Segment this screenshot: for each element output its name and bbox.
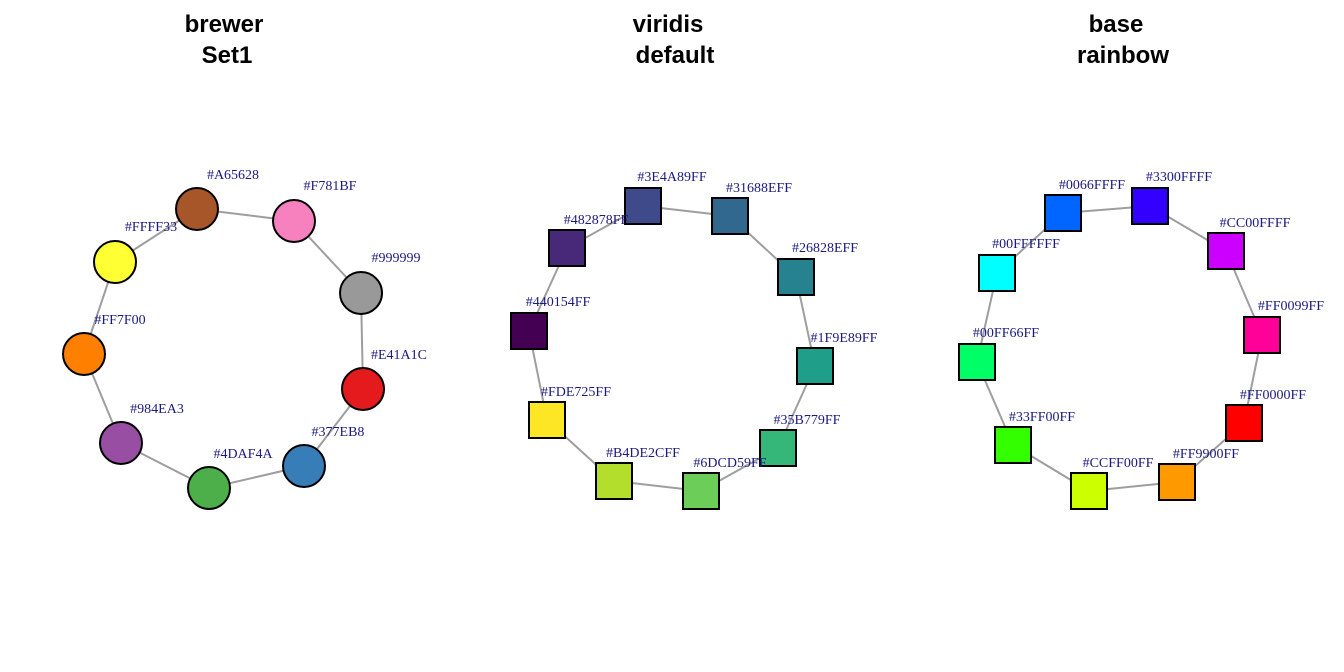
node-label: #4DAF4A xyxy=(213,447,273,462)
graph-node xyxy=(711,197,749,235)
node-label: #31688EFF xyxy=(726,181,792,196)
graph-node xyxy=(93,240,137,284)
graph-node xyxy=(339,271,383,315)
node-label: #A65628 xyxy=(207,168,259,183)
node-label: #F781BF xyxy=(304,179,357,194)
graph-node xyxy=(759,429,797,467)
node-label: #377EB8 xyxy=(312,425,365,440)
panel-title-line2: rainbow xyxy=(1077,42,1169,69)
graph-node xyxy=(994,426,1032,464)
node-label: #00FFFFFF xyxy=(992,237,1060,252)
graph-node xyxy=(958,343,996,381)
graph-node xyxy=(1044,194,1082,232)
node-label: #482878FF xyxy=(564,213,629,228)
panel-base-rainbow: base rainbow #3300FFFF #CC00FFFF #FF0099FF… xyxy=(958,11,1324,510)
graph-node xyxy=(595,462,633,500)
graph-node xyxy=(1207,232,1245,270)
node-label: #FDE725FF xyxy=(541,385,611,400)
graph-node xyxy=(624,187,662,225)
panel-title-line2: Set1 xyxy=(202,42,253,69)
graph-node xyxy=(682,472,720,510)
network-graph-rainbow: #3300FFFF #CC00FFFF #FF0099FF #FF0000FF #FF9… xyxy=(958,170,1324,510)
panel-viridis-default: viridis default #3E4A89FF #31688EFF #26828… xyxy=(510,11,878,510)
node-label: #440154FF xyxy=(526,295,591,310)
node-label: #FF0000FF xyxy=(1240,388,1306,403)
graph-node xyxy=(187,466,231,510)
node-label: #0066FFFF xyxy=(1059,178,1125,193)
node-label: #FF7F00 xyxy=(94,313,145,328)
graph-node xyxy=(796,347,834,385)
graph-node xyxy=(1243,316,1281,354)
node-label: #984EA3 xyxy=(130,402,184,417)
graph-node xyxy=(528,401,566,439)
network-graph-brewer: #A65628 #F781BF #999999 #E41A1C #377EB8 #4DAF… xyxy=(62,168,427,510)
panel-title-line1: base xyxy=(1089,11,1144,38)
node-label: #E41A1C xyxy=(371,348,427,363)
node-label: #FF0099FF xyxy=(1258,299,1324,314)
node-label: #CC00FFFF xyxy=(1220,216,1291,231)
panel-title-line1: brewer xyxy=(185,11,264,38)
graph-node xyxy=(272,199,316,243)
node-label: #00FF66FF xyxy=(973,326,1039,341)
node-label: #CCFF00FF xyxy=(1083,456,1154,471)
graph-node xyxy=(978,254,1016,292)
node-label: #B4DE2CFF xyxy=(606,446,680,461)
node-label: #33FF00FF xyxy=(1009,410,1075,425)
graph-node xyxy=(62,332,106,376)
network-graph-viridis: #3E4A89FF #31688EFF #26828EFF #1F9E89FF #35B… xyxy=(510,170,878,510)
graph-node xyxy=(510,312,548,350)
node-label: #FFFF33 xyxy=(125,220,177,235)
panel-brewer-set1: brewer Set1 #A65628 #F781BF #999999 #E41A1C… xyxy=(62,11,427,510)
graph-node xyxy=(777,258,815,296)
node-label: #3E4A89FF xyxy=(637,170,706,185)
panel-title-line1: viridis xyxy=(633,11,704,38)
graph-node xyxy=(548,229,586,267)
graph-node xyxy=(1225,404,1263,442)
graph-node xyxy=(1158,463,1196,501)
node-label: #26828EFF xyxy=(792,241,858,256)
graph-node xyxy=(175,187,219,231)
node-label: #1F9E89FF xyxy=(811,331,878,346)
panel-title-line2: default xyxy=(636,42,715,69)
graph-node xyxy=(282,444,326,488)
graph-node xyxy=(1131,187,1169,225)
node-label: #6DCD59FF xyxy=(693,456,766,471)
node-label: #FF9900FF xyxy=(1173,447,1239,462)
node-label: #35B779FF xyxy=(774,413,841,428)
graph-node xyxy=(99,421,143,465)
graph-node xyxy=(1070,472,1108,510)
node-label: #3300FFFF xyxy=(1146,170,1212,185)
graph-node xyxy=(341,367,385,411)
node-label: #999999 xyxy=(372,251,421,266)
